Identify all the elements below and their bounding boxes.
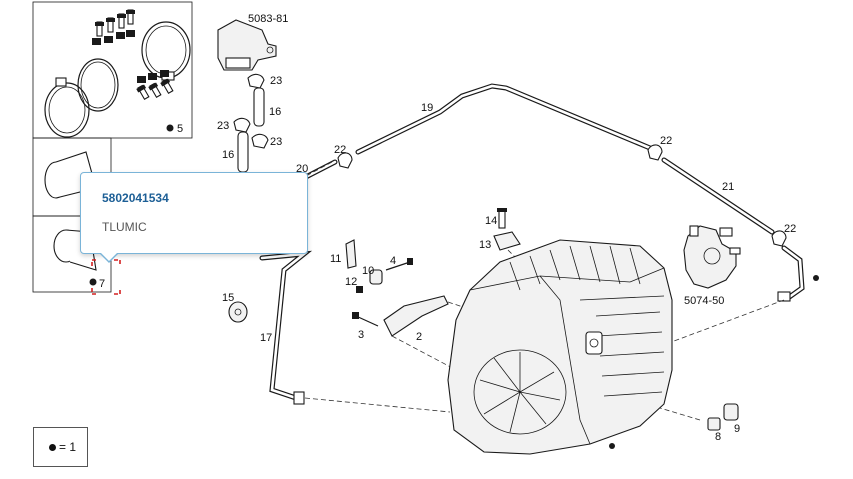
- selected-part-highlight[interactable]: [91, 259, 121, 295]
- callout-16-b: 16: [222, 149, 234, 161]
- legend-text: = 1: [59, 440, 77, 454]
- tooltip-part-name: TLUMIC: [102, 220, 147, 234]
- callout-15: 15: [222, 292, 234, 304]
- bracket-11[interactable]: [345, 239, 357, 269]
- spacer-10[interactable]: [369, 269, 383, 285]
- callout-23-c: 23: [270, 136, 282, 148]
- callout-5074-50: 5074-50: [684, 295, 724, 307]
- marker-dot-icon: [813, 275, 819, 281]
- kit-top-label: 5: [177, 123, 183, 135]
- callout-12: 12: [345, 276, 357, 288]
- bracket-13[interactable]: [493, 231, 521, 251]
- pump-part-5074-50[interactable]: [683, 225, 741, 289]
- kit-bottom-label: 7: [99, 278, 105, 290]
- kit-panel-group: 5 7: [32, 1, 193, 295]
- part-tooltip: 5802041534 TLUMIC: [80, 172, 308, 263]
- clamp-ring-icon: [44, 77, 90, 138]
- legend-dot-icon: [49, 444, 56, 451]
- clamp-22-c[interactable]: [771, 230, 787, 247]
- callout-4: 4: [390, 255, 396, 267]
- legend: = 1: [33, 427, 88, 467]
- callout-23-b: 23: [217, 120, 229, 132]
- callout-13: 13: [479, 239, 491, 251]
- isolator-15[interactable]: [228, 301, 248, 323]
- clamp-22-b[interactable]: [647, 144, 663, 161]
- marker-dot-icon: [166, 124, 174, 132]
- bolt-3[interactable]: [352, 312, 379, 327]
- callout-22-a: 22: [334, 144, 346, 156]
- callout-16-a: 16: [269, 106, 281, 118]
- bracket-2[interactable]: [383, 295, 449, 337]
- callout-22-b: 22: [660, 135, 672, 147]
- callout-17: 17: [260, 332, 272, 344]
- callout-21: 21: [722, 181, 734, 193]
- sensor-part-5083-81[interactable]: [217, 19, 277, 71]
- callout-8: 8: [715, 431, 721, 443]
- callout-2: 2: [416, 331, 422, 343]
- callout-22-c: 22: [784, 223, 796, 235]
- bolt-4[interactable]: [385, 258, 413, 271]
- bolt-14[interactable]: [497, 208, 507, 229]
- bolt-set-icon: [92, 9, 174, 101]
- nut-9[interactable]: [723, 403, 739, 421]
- callout-10: 10: [362, 265, 374, 277]
- assembly-lines: [304, 161, 785, 421]
- callout-14: 14: [485, 215, 497, 227]
- callout-11: 11: [330, 253, 341, 265]
- nut-12[interactable]: [356, 286, 363, 293]
- tooltip-part-code[interactable]: 5802041534: [102, 191, 169, 205]
- nut-8[interactable]: [707, 417, 721, 431]
- pipe-19-20[interactable]: [297, 83, 653, 183]
- clamp-22-a[interactable]: [337, 152, 353, 169]
- callout-23-a: 23: [270, 75, 282, 87]
- muffler-main-body[interactable]: [447, 239, 673, 455]
- kit-panel-top[interactable]: [32, 1, 193, 139]
- pipe-17[interactable]: [259, 250, 313, 405]
- callout-3: 3: [358, 329, 364, 341]
- callout-9: 9: [734, 423, 740, 435]
- gasket-ring-icon: [77, 58, 119, 112]
- hose-clamp-set[interactable]: [233, 73, 269, 173]
- marker-dot-icon: [89, 278, 97, 286]
- tooltip-pointer-inner: [100, 252, 118, 261]
- pipe-21[interactable]: [661, 157, 805, 302]
- callout-19: 19: [421, 102, 433, 114]
- marker-dot-icon: [609, 443, 615, 449]
- callout-5083-81: 5083-81: [248, 13, 288, 25]
